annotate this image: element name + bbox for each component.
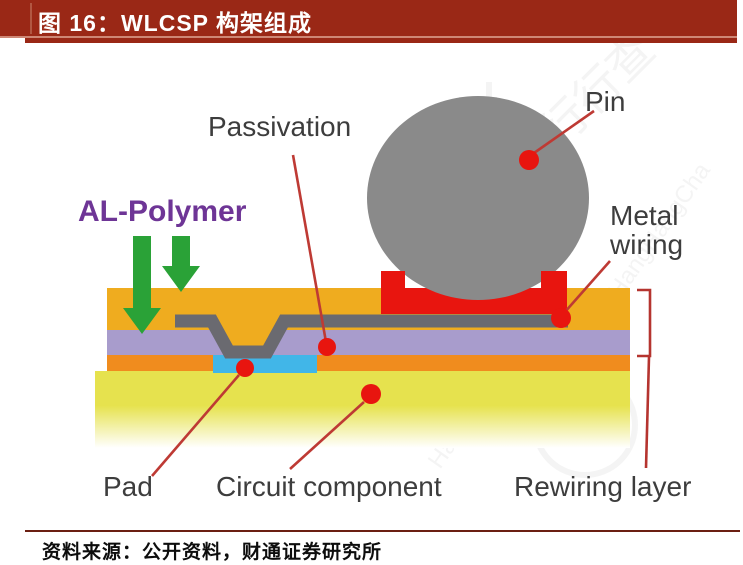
pin-leader-line bbox=[533, 109, 595, 155]
title-bar-divider bbox=[30, 3, 32, 34]
al-polymer-label: AL-Polymer bbox=[78, 195, 247, 228]
metal-wiring-label: Metal wiring bbox=[610, 201, 683, 259]
circuit-component-leader-line bbox=[289, 401, 365, 470]
pin-dot bbox=[519, 150, 539, 170]
passivation-dot bbox=[318, 338, 336, 356]
metal-wiring-post bbox=[381, 271, 405, 314]
figure-title-bar: 图 16：WLCSP 构架组成 bbox=[0, 0, 737, 36]
metal-wiring-post bbox=[541, 271, 567, 314]
footer-separator-line bbox=[25, 530, 740, 532]
circuit-component-dot bbox=[361, 384, 381, 404]
title-separator-line bbox=[0, 36, 737, 38]
metal-wiring-label-line1: Metal bbox=[610, 200, 679, 231]
metal-wiring-leader-line bbox=[563, 260, 611, 314]
rewiring-layer-leader-line bbox=[644, 356, 651, 469]
substrate-layer bbox=[95, 371, 630, 448]
down-arrow-icon bbox=[123, 308, 161, 334]
passivation-label: Passivation bbox=[208, 111, 352, 142]
al-polymer-arrows bbox=[123, 236, 200, 334]
down-arrow-icon bbox=[162, 266, 200, 292]
trench-gold-fill bbox=[214, 314, 282, 350]
title-accent-line bbox=[25, 38, 737, 43]
down-arrow-icon bbox=[133, 236, 151, 310]
down-arrow-icon bbox=[172, 236, 190, 268]
figure-title: 图 16：WLCSP 构架组成 bbox=[38, 10, 312, 36]
leader-lines bbox=[151, 109, 611, 477]
metal-wiring-dot bbox=[551, 308, 571, 328]
rewiring-layer-label: Rewiring layer bbox=[514, 471, 692, 502]
pad-leader-line bbox=[151, 374, 240, 477]
annotation-dots bbox=[236, 150, 571, 404]
rewiring-layer-bracket bbox=[637, 288, 652, 358]
passivation-leader-line bbox=[291, 154, 328, 343]
circuit-component-label: Circuit component bbox=[216, 471, 442, 502]
pad-dot bbox=[236, 359, 254, 377]
metal-wiring-label-line2: wiring bbox=[610, 229, 684, 260]
source-note: 资料来源：公开资料，财通证券研究所 bbox=[42, 542, 383, 563]
passivation-layer bbox=[175, 314, 568, 359]
solder-ball bbox=[367, 96, 589, 300]
circuit-strip-layer bbox=[107, 355, 630, 371]
pad-label: Pad bbox=[103, 471, 153, 502]
pin-label: Pin bbox=[585, 86, 626, 117]
